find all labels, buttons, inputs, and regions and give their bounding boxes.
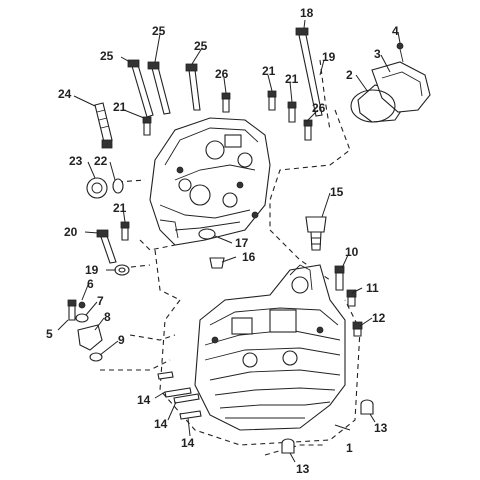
- callout-6: 6: [87, 277, 94, 291]
- callout-21-b: 21: [113, 100, 127, 114]
- callout-1: 1: [346, 441, 353, 455]
- caps-and-washers: [86, 89, 396, 276]
- callout-23: 23: [69, 154, 83, 168]
- callout-3: 3: [374, 47, 381, 61]
- callout-19-left: 19: [85, 263, 99, 277]
- callout-24: 24: [58, 87, 72, 101]
- callout-13-bottom: 13: [296, 462, 310, 476]
- timing-cover-parts: [357, 42, 431, 123]
- callout-19-top: 19: [322, 50, 336, 64]
- callout-10: 10: [345, 245, 359, 259]
- callout-5: 5: [46, 327, 53, 341]
- callout-25-b: 25: [152, 24, 166, 38]
- callout-26-b: 26: [312, 101, 326, 115]
- callout-25-a: 25: [100, 49, 114, 63]
- callout-9: 9: [118, 333, 125, 347]
- callout-14-c: 14: [181, 436, 195, 450]
- callout-14-b: 14: [154, 417, 168, 431]
- spark-plug: [94, 102, 113, 149]
- callout-8: 8: [104, 310, 111, 324]
- callout-20: 20: [64, 225, 78, 239]
- callout-12: 12: [372, 311, 386, 325]
- sensor-part: [305, 216, 327, 251]
- dowel-pins: [281, 399, 374, 454]
- callout-11: 11: [366, 281, 379, 295]
- callout-numbers: 1 2 3 4 5 6 7 8 9 10 11 12 13 13 14 14 1…: [46, 6, 399, 476]
- oil-fitting-parts: [67, 299, 103, 362]
- callout-16: 16: [242, 250, 256, 264]
- callout-17: 17: [235, 236, 249, 250]
- callout-22: 22: [94, 154, 108, 168]
- callout-21-d: 21: [285, 72, 299, 86]
- leader-lines: [57, 19, 401, 463]
- callout-18: 18: [300, 6, 314, 20]
- callout-14-a: 14: [137, 393, 151, 407]
- callout-25-c: 25: [194, 39, 208, 53]
- callout-15: 15: [330, 185, 344, 199]
- cylinder-head-cover: [149, 117, 271, 246]
- callout-2: 2: [346, 68, 353, 82]
- studs: [157, 371, 202, 420]
- callout-21-a: 21: [113, 201, 127, 215]
- long-bolts: [96, 27, 323, 264]
- callout-21-c: 21: [262, 64, 276, 78]
- callout-13-right: 13: [374, 421, 388, 435]
- cylinder-head: [194, 264, 346, 431]
- callout-7: 7: [97, 294, 104, 308]
- callout-4: 4: [392, 24, 399, 38]
- callout-26-a: 26: [215, 67, 229, 81]
- small-bolts: [120, 90, 363, 337]
